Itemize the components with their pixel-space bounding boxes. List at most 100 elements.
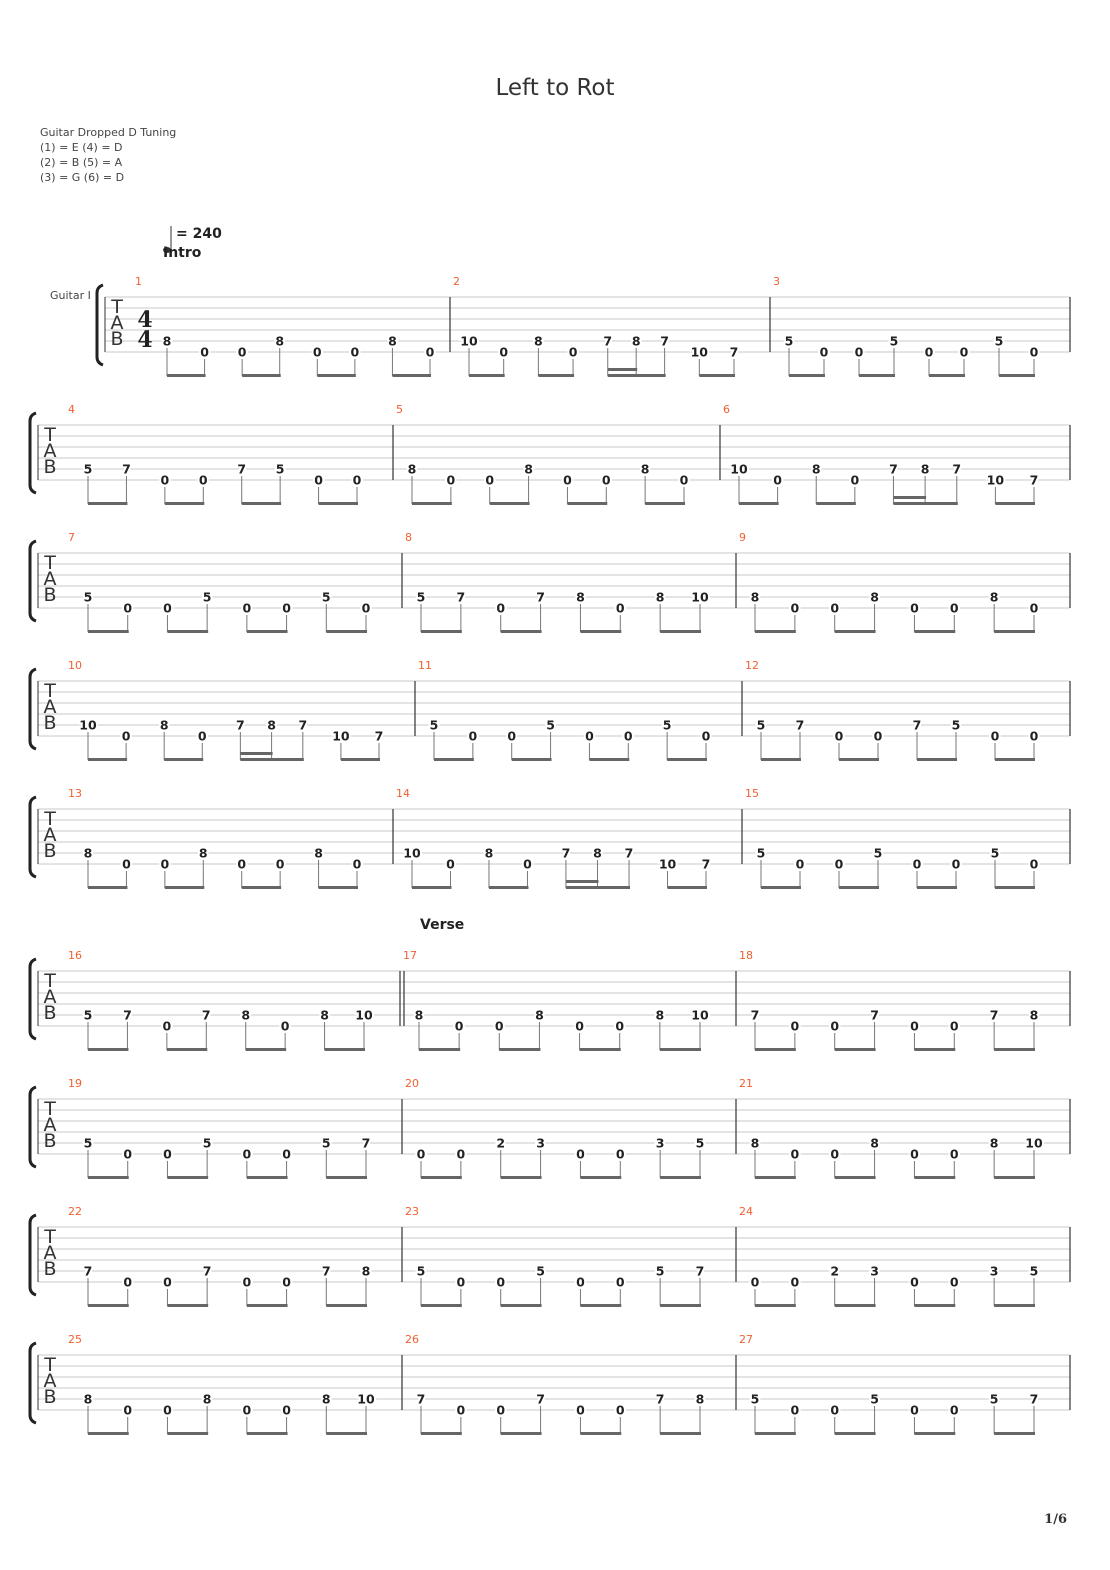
fret-number[interactable]: 5 (749, 1390, 762, 1409)
fret-number[interactable]: 0 (948, 1145, 961, 1164)
fret-number[interactable]: 5 (201, 588, 214, 607)
fret-number[interactable]: 0 (613, 1017, 626, 1036)
fret-number[interactable]: 0 (948, 1401, 961, 1420)
fret-number[interactable]: 7 (320, 1262, 333, 1281)
fret-number[interactable]: 7 (234, 716, 247, 735)
fret-number[interactable]: 0 (908, 1401, 921, 1420)
fret-number[interactable]: 10 (1023, 1134, 1045, 1153)
fret-number[interactable]: 8 (360, 1262, 373, 1281)
fret-number[interactable]: 7 (950, 460, 963, 479)
fret-number[interactable]: 0 (241, 599, 254, 618)
fret-number[interactable]: 0 (573, 1017, 586, 1036)
fret-number[interactable]: 7 (373, 727, 386, 746)
fret-number[interactable]: 7 (654, 1390, 667, 1409)
fret-number[interactable]: 5 (320, 1134, 333, 1153)
fret-number[interactable]: 7 (988, 1006, 1001, 1025)
fret-number[interactable]: 10 (689, 343, 711, 362)
fret-number[interactable]: 0 (833, 855, 846, 874)
fret-number[interactable]: 0 (455, 1145, 468, 1164)
fret-number[interactable]: 0 (833, 727, 846, 746)
fret-number[interactable]: 8 (239, 1006, 252, 1025)
fret-number[interactable]: 0 (198, 343, 211, 362)
fret-number[interactable]: 10 (728, 460, 750, 479)
fret-number[interactable]: 0 (494, 1401, 507, 1420)
fret-number[interactable]: 8 (533, 1006, 546, 1025)
fret-number[interactable]: 0 (453, 1017, 466, 1036)
fret-number[interactable]: 0 (494, 599, 507, 618)
fret-number[interactable]: 7 (82, 1262, 95, 1281)
fret-number[interactable]: 7 (120, 460, 133, 479)
fret-number[interactable]: 5 (415, 588, 428, 607)
fret-number[interactable]: 10 (689, 1006, 711, 1025)
fret-number[interactable]: 0 (241, 1401, 254, 1420)
fret-number[interactable]: 0 (989, 727, 1002, 746)
fret-number[interactable]: 0 (614, 1273, 627, 1292)
fret-number[interactable]: 10 (355, 1390, 377, 1409)
fret-number[interactable]: 8 (522, 460, 535, 479)
fret-number[interactable]: 8 (749, 1134, 762, 1153)
fret-number[interactable]: 5 (868, 1390, 881, 1409)
fret-number[interactable]: 0 (121, 1401, 134, 1420)
fret-number[interactable]: 7 (296, 716, 309, 735)
fret-number[interactable]: 7 (121, 1006, 134, 1025)
fret-number[interactable]: 0 (349, 343, 362, 362)
fret-number[interactable]: 8 (318, 1006, 331, 1025)
fret-number[interactable]: 8 (201, 1390, 214, 1409)
fret-number[interactable]: 8 (639, 460, 652, 479)
fret-number[interactable]: 10 (458, 332, 480, 351)
fret-number[interactable]: 5 (783, 332, 796, 351)
fret-number[interactable]: 0 (161, 1273, 174, 1292)
fret-number[interactable]: 0 (853, 343, 866, 362)
fret-number[interactable]: 5 (428, 716, 441, 735)
fret-number[interactable]: 0 (567, 343, 580, 362)
fret-number[interactable]: 7 (601, 332, 614, 351)
fret-number[interactable]: 8 (82, 1390, 95, 1409)
fret-number[interactable]: 3 (654, 1134, 667, 1153)
fret-number[interactable]: 0 (424, 343, 437, 362)
fret-number[interactable]: 8 (630, 332, 643, 351)
fret-number[interactable]: 8 (532, 332, 545, 351)
fret-number[interactable]: 0 (235, 855, 248, 874)
fret-number[interactable]: 0 (828, 1017, 841, 1036)
fret-number[interactable]: 8 (1028, 1006, 1041, 1025)
fret-number[interactable]: 0 (505, 727, 518, 746)
fret-number[interactable]: 0 (872, 727, 885, 746)
fret-number[interactable]: 0 (789, 599, 802, 618)
fret-number[interactable]: 8 (810, 460, 823, 479)
fret-number[interactable]: 0 (600, 471, 613, 490)
fret-number[interactable]: 0 (280, 1273, 293, 1292)
fret-number[interactable]: 0 (908, 599, 921, 618)
fret-number[interactable]: 0 (908, 1145, 921, 1164)
fret-number[interactable]: 0 (120, 855, 133, 874)
fret-number[interactable]: 7 (749, 1006, 762, 1025)
fret-number[interactable]: 8 (868, 1134, 881, 1153)
fret-number[interactable]: 0 (161, 1017, 174, 1036)
fret-number[interactable]: 7 (794, 716, 807, 735)
fret-number[interactable]: 0 (274, 855, 287, 874)
fret-number[interactable]: 5 (82, 588, 95, 607)
fret-number[interactable]: 7 (658, 332, 671, 351)
fret-number[interactable]: 0 (614, 1401, 627, 1420)
fret-number[interactable]: 0 (574, 1273, 587, 1292)
fret-number[interactable]: 3 (988, 1262, 1001, 1281)
fret-number[interactable]: 5 (534, 1262, 547, 1281)
fret-number[interactable]: 0 (948, 1273, 961, 1292)
fret-number[interactable]: 0 (161, 1401, 174, 1420)
fret-number[interactable]: 0 (908, 1017, 921, 1036)
fret-number[interactable]: 2 (828, 1262, 841, 1281)
fret-number[interactable]: 0 (948, 599, 961, 618)
fret-number[interactable]: 0 (351, 471, 364, 490)
fret-number[interactable]: 8 (694, 1390, 707, 1409)
fret-number[interactable]: 3 (534, 1134, 547, 1153)
fret-number[interactable]: 0 (415, 1145, 428, 1164)
fret-number[interactable]: 10 (353, 1006, 375, 1025)
fret-number[interactable]: 10 (689, 588, 711, 607)
fret-number[interactable]: 8 (413, 1006, 426, 1025)
fret-number[interactable]: 0 (312, 471, 325, 490)
fret-number[interactable]: 7 (235, 460, 248, 479)
fret-number[interactable]: 8 (988, 1134, 1001, 1153)
fret-number[interactable]: 0 (159, 855, 172, 874)
fret-number[interactable]: 5 (654, 1262, 667, 1281)
fret-number[interactable]: 8 (312, 844, 325, 863)
fret-number[interactable]: 10 (330, 727, 352, 746)
